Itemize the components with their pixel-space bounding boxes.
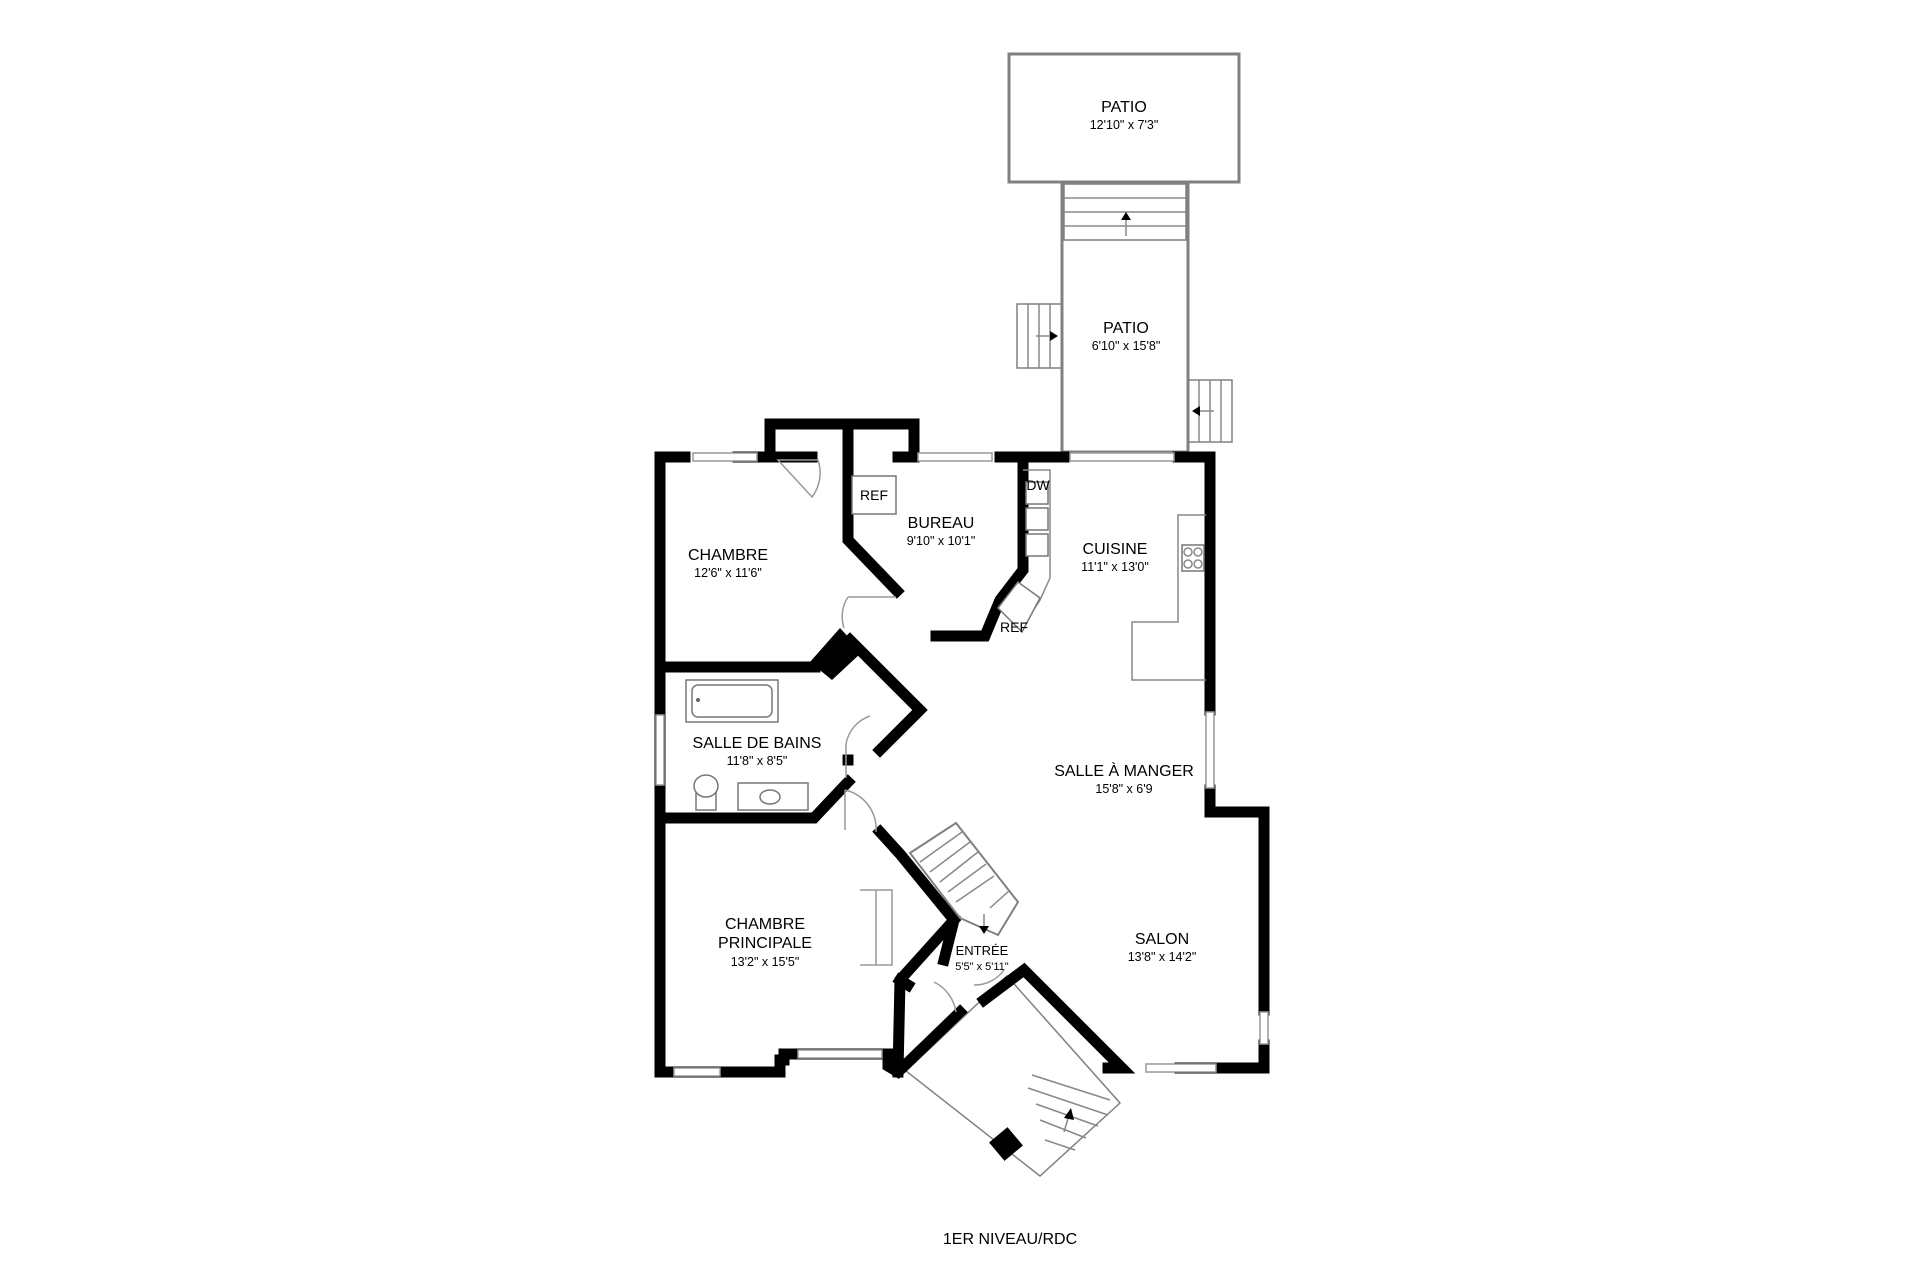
doors xyxy=(776,459,1005,1013)
cuisine-dim: 11'1" x 13'0" xyxy=(1081,560,1149,574)
bureau-dim: 9'10" x 10'1" xyxy=(907,534,976,548)
salle-de-bains-dim: 11'8" x 8'5" xyxy=(727,754,788,768)
patio-structures xyxy=(904,52,1241,1177)
entree-dim: 5'5" x 5'11" xyxy=(955,961,1008,973)
vanity xyxy=(737,782,809,811)
room-labels: PATIO 12'10" x 7'3" PATIO 6'10" x 15'8" … xyxy=(688,99,1196,1248)
interior-stairs xyxy=(908,821,1020,937)
salle-a-manger-name: SALLE À MANGER xyxy=(1054,761,1194,780)
front-entry-stairs xyxy=(904,974,1122,1177)
windows xyxy=(655,452,1269,1077)
patio-mid-name: PATIO xyxy=(1103,320,1149,337)
chambre-principale-name-2: PRINCIPALE xyxy=(718,935,812,952)
patio-right-steps xyxy=(1187,379,1233,443)
patio-mid-outline xyxy=(1060,180,1190,454)
kitchen-counter-right xyxy=(1131,514,1206,681)
fixtures: REF DW REF xyxy=(685,469,1206,937)
toilet xyxy=(693,774,719,811)
patio-top-name: PATIO xyxy=(1101,99,1147,116)
wall-chunks xyxy=(810,628,862,680)
bureau-fridge-label: REF xyxy=(860,487,888,503)
kitchen-fridge-label: REF xyxy=(1000,619,1028,635)
entree-name: ENTRÉE xyxy=(956,943,1009,958)
salle-a-manger-dim: 15'8" x 6'9 xyxy=(1095,782,1152,796)
patio-mid-dim: 6'10" x 15'8" xyxy=(1092,339,1161,353)
bureau-fridge xyxy=(851,475,897,515)
patio-top-stairs xyxy=(1063,183,1187,241)
dishwasher-label: DW xyxy=(1026,477,1050,493)
chambre-dim: 12'6" x 11'6" xyxy=(694,566,762,580)
bathtub xyxy=(685,679,779,723)
chambre-principale-name-1: CHAMBRE xyxy=(725,916,805,933)
level-label: 1ER NIVEAU/RDC xyxy=(943,1231,1077,1248)
salon-name: SALON xyxy=(1135,931,1189,948)
cuisine-name: CUISINE xyxy=(1083,541,1148,558)
chambre-principale-dim: 13'2" x 15'5" xyxy=(731,955,800,969)
walls xyxy=(654,418,1270,1079)
salle-de-bains-name: SALLE DE BAINS xyxy=(693,735,822,752)
chambre-name: CHAMBRE xyxy=(688,547,768,564)
bureau-name: BUREAU xyxy=(908,515,975,532)
salon-dim: 13'8" x 14'2" xyxy=(1128,950,1197,964)
patio-left-steps xyxy=(1016,303,1063,369)
kitchen-counter-left xyxy=(997,469,1051,634)
patio-top-dim: 12'10" x 7'3" xyxy=(1090,118,1159,132)
